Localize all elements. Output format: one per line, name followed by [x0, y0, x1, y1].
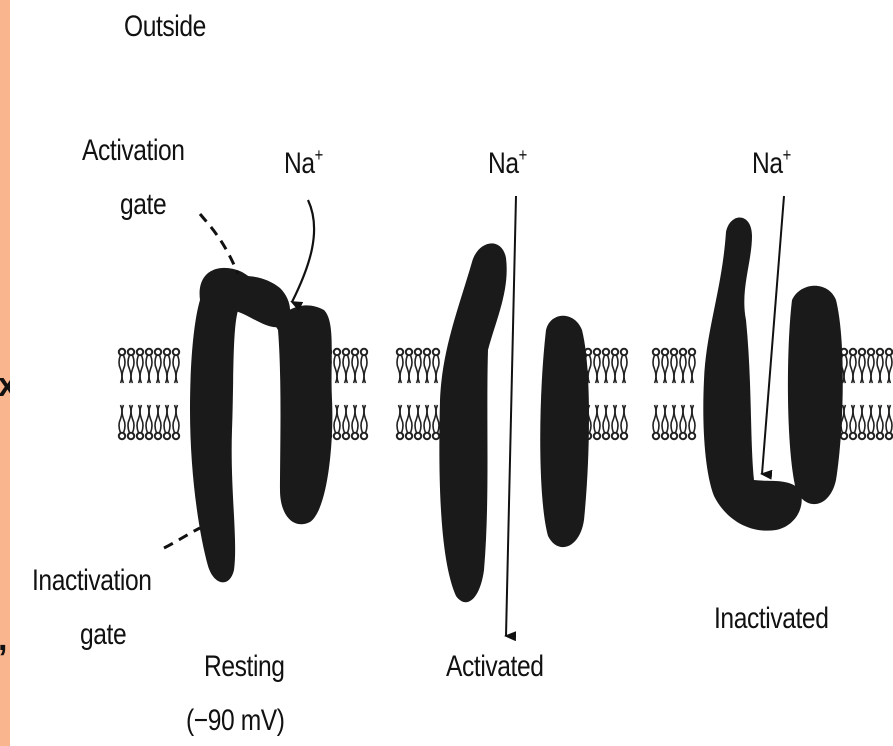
phospholipid-lower: [433, 405, 439, 439]
state-resting-label: Resting: [204, 652, 285, 682]
phospholipid-upper: [343, 349, 349, 383]
phospholipid-lower: [146, 405, 152, 439]
ion-charge: +: [783, 145, 791, 165]
state-inactivated-label: Inactivated: [714, 604, 828, 634]
phospholipid-lower: [671, 405, 677, 439]
activation-gate-label-line1: Activation: [82, 136, 185, 166]
phospholipid-lower: [137, 405, 143, 439]
phospholipid-upper: [424, 349, 430, 383]
ion-name: Na: [284, 147, 315, 180]
ion-name: Na: [488, 147, 519, 180]
phospholipid-upper: [850, 349, 856, 383]
phospholipid-lower: [415, 405, 421, 439]
phospholipid-upper: [689, 349, 695, 383]
phospholipid-upper: [361, 349, 367, 383]
phospholipid-lower: [164, 405, 170, 439]
phospholipid-upper: [146, 349, 152, 383]
inactivation-gate-label-line1: Inactivation: [32, 566, 152, 596]
phospholipid-lower: [128, 405, 134, 439]
phospholipid-upper: [352, 349, 358, 383]
phospholipid-lower: [689, 405, 695, 439]
inactivated-channel: [703, 217, 842, 530]
resting-channel: [190, 268, 332, 582]
phospholipid-lower: [662, 405, 668, 439]
ion-charge: +: [519, 145, 527, 165]
membrane-bilayer: [119, 349, 892, 439]
inactivated-na-arrow: [762, 196, 784, 474]
phospholipid-upper: [886, 349, 892, 383]
phospholipid-lower: [859, 405, 865, 439]
activated-na-arrow: [506, 196, 516, 636]
phospholipid-upper: [662, 349, 668, 383]
inactivation-gate-leader: [164, 528, 200, 548]
phospholipid-lower: [612, 405, 618, 439]
phospholipid-upper: [173, 349, 179, 383]
state-resting-detail: (−90 mV): [186, 706, 285, 736]
phospholipid-upper: [137, 349, 143, 383]
phospholipid-lower: [868, 405, 874, 439]
phospholipid-lower: [621, 405, 627, 439]
phospholipid-lower: [603, 405, 609, 439]
phospholipid-upper: [859, 349, 865, 383]
phospholipid-lower: [424, 405, 430, 439]
phospholipid-lower: [334, 405, 340, 439]
phospholipid-upper: [877, 349, 883, 383]
resting-ion-label: Na+: [284, 146, 323, 179]
phospholipid-upper: [621, 349, 627, 383]
inactivation-gate-label-line2: gate: [80, 620, 126, 650]
phospholipid-lower: [406, 405, 412, 439]
activated-left-subunit: [439, 243, 506, 602]
phospholipid-upper: [119, 349, 125, 383]
phospholipid-lower: [850, 405, 856, 439]
phospholipid-upper: [433, 349, 439, 383]
phospholipid-upper: [680, 349, 686, 383]
phospholipid-upper: [594, 349, 600, 383]
phospholipid-lower: [886, 405, 892, 439]
phospholipid-lower: [594, 405, 600, 439]
phospholipid-upper: [334, 349, 340, 383]
phospholipid-upper: [128, 349, 134, 383]
phospholipid-lower: [877, 405, 883, 439]
phospholipid-lower: [653, 405, 659, 439]
inactivated-right-subunit: [788, 286, 843, 504]
ion-charge: +: [315, 145, 323, 165]
phospholipid-lower: [119, 405, 125, 439]
state-activated-label: Activated: [446, 652, 544, 682]
phospholipid-upper: [164, 349, 170, 383]
phospholipid-lower: [361, 405, 367, 439]
phospholipid-upper: [868, 349, 874, 383]
phospholipid-upper: [612, 349, 618, 383]
activation-gate-label-line2: gate: [120, 190, 166, 220]
phospholipid-upper: [415, 349, 421, 383]
inactivated-ion-label: Na+: [752, 146, 791, 179]
resting-na-arrow: [292, 200, 314, 302]
ion-name: Na: [752, 147, 783, 180]
edge-mark-comma: ,: [0, 622, 7, 656]
phospholipid-lower: [397, 405, 403, 439]
inactivated-left-subunit: [703, 217, 801, 530]
phospholipid-lower: [155, 405, 161, 439]
phospholipid-upper: [603, 349, 609, 383]
phospholipid-upper: [397, 349, 403, 383]
phospholipid-lower: [343, 405, 349, 439]
diagram-panel: Outside Activation gate Na+ Na+ Na+ Inac…: [10, 0, 893, 746]
phospholipid-upper: [406, 349, 412, 383]
activation-gate-leader: [200, 214, 238, 274]
phospholipid-upper: [155, 349, 161, 383]
activated-ion-label: Na+: [488, 146, 527, 179]
activated-right-subunit: [540, 316, 589, 547]
phospholipid-lower: [173, 405, 179, 439]
phospholipid-upper: [653, 349, 659, 383]
outside-label: Outside: [124, 12, 206, 42]
phospholipid-lower: [680, 405, 686, 439]
phospholipid-lower: [352, 405, 358, 439]
phospholipid-upper: [671, 349, 677, 383]
